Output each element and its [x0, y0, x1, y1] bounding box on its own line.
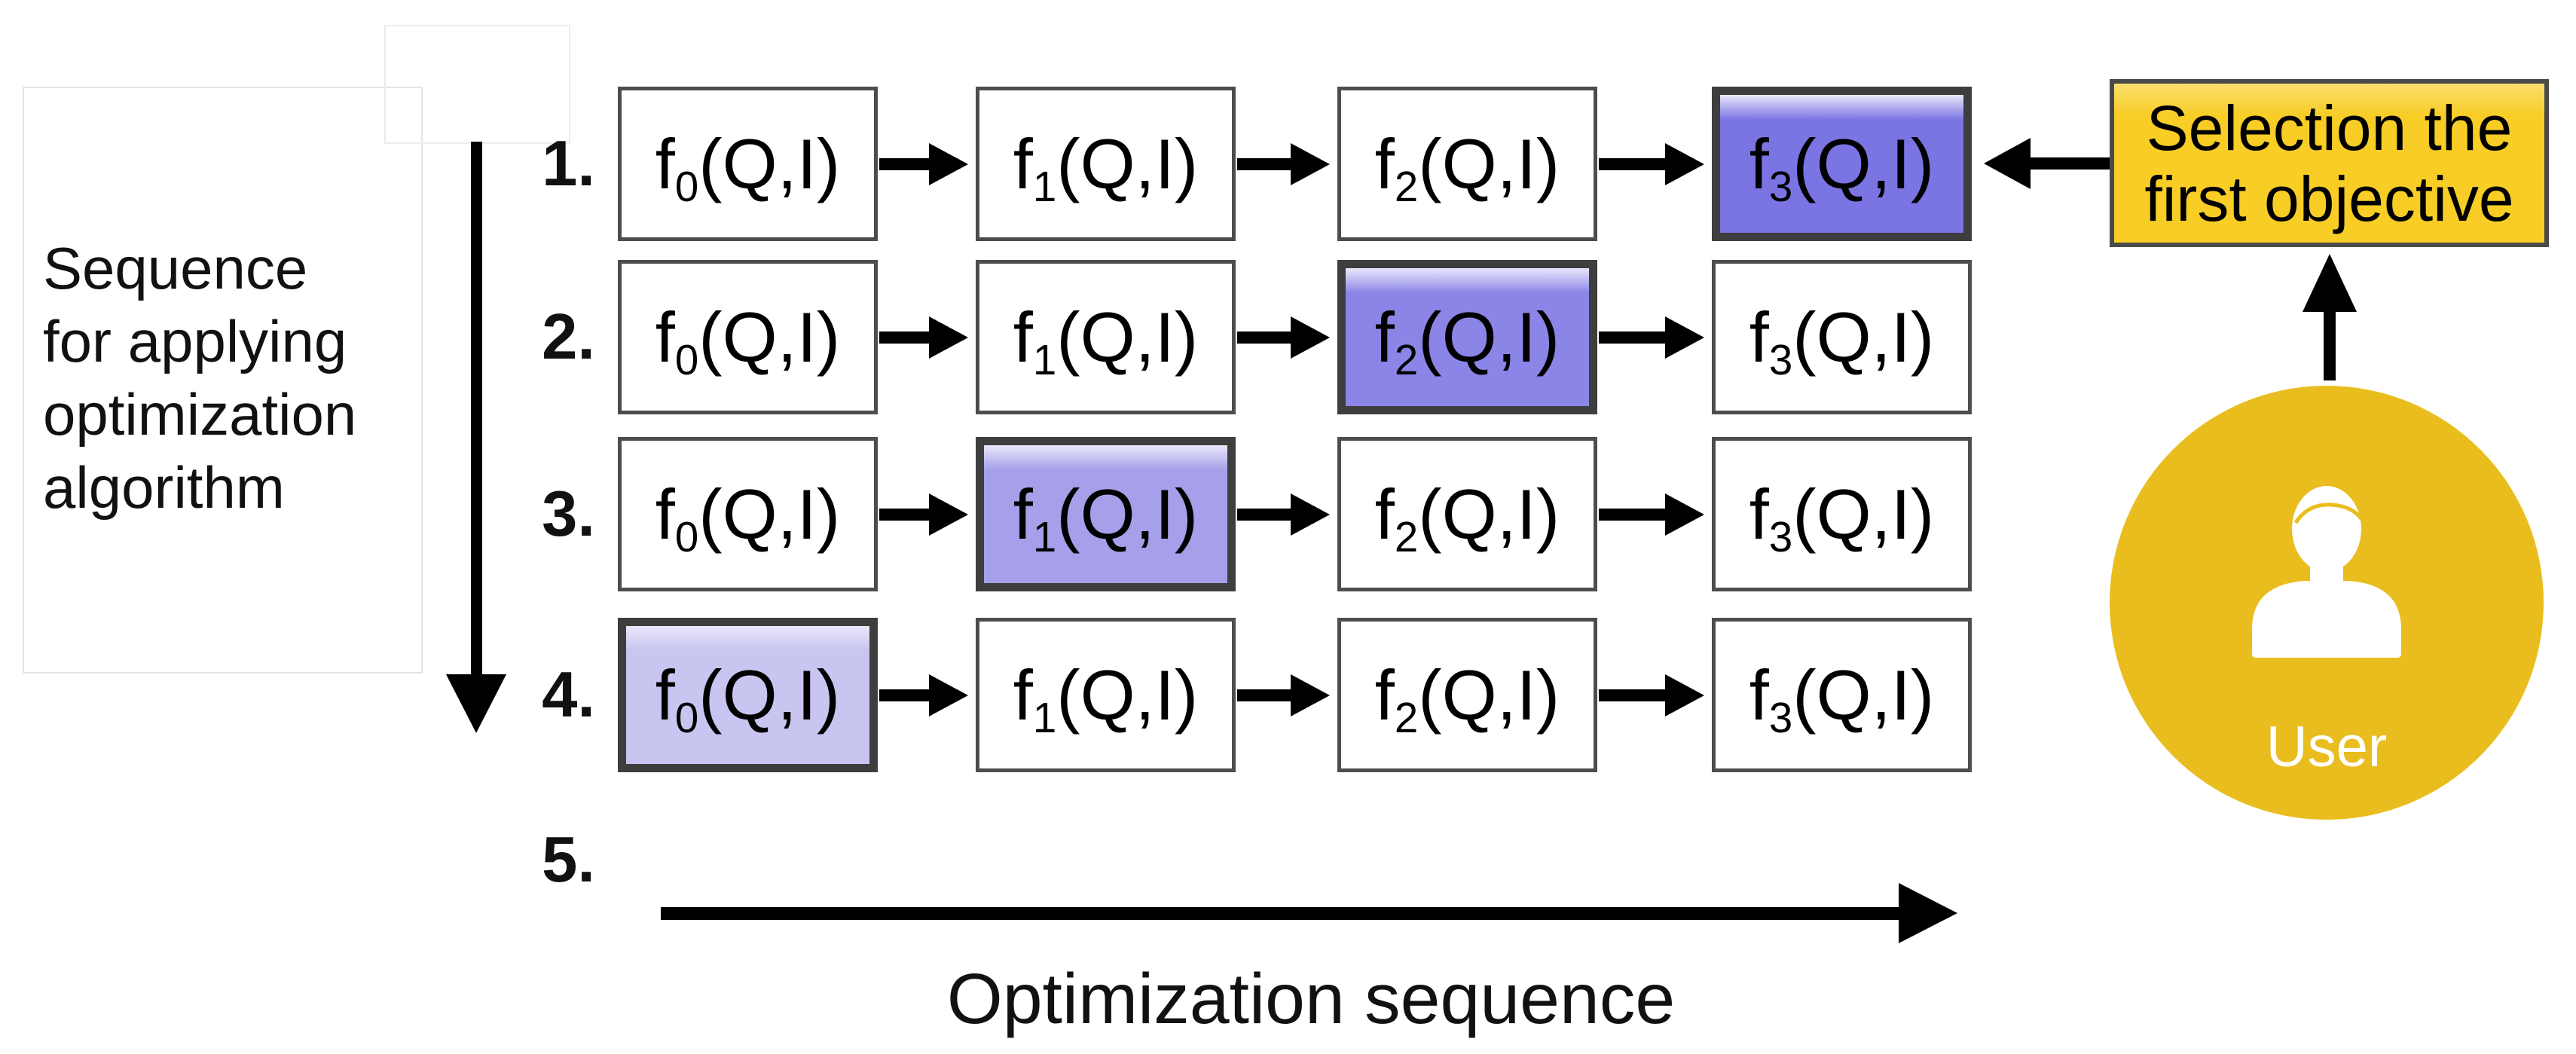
row-number-label-4: 4. — [542, 659, 595, 731]
flow-arrow-head-icon — [1665, 316, 1704, 359]
flow-arrow-head-icon — [1291, 493, 1330, 536]
sequence-axis-caption-line: algorithm — [43, 454, 285, 521]
objective-box-f1-highlighted: f1(Q,I) — [976, 437, 1236, 591]
flow-arrow-shaft — [1599, 158, 1665, 170]
objective-box-label: f3(Q,I) — [1749, 474, 1935, 561]
objective-box-label: f1(Q,I) — [1013, 124, 1199, 210]
objective-box-f0: f0(Q,I) — [618, 260, 878, 414]
objective-box-label: f0(Q,I) — [655, 297, 841, 383]
sequence-axis-caption: Sequence for applying optimization algor… — [43, 232, 435, 524]
flow-arrow-head-icon — [1665, 674, 1704, 716]
flow-arrow-head-icon — [929, 674, 968, 716]
sequence-axis-caption-line: optimization — [43, 381, 357, 448]
optimization-sequence-arrow-shaft — [661, 907, 1899, 920]
row-number-label-5: 5. — [542, 824, 595, 896]
flow-arrow-shaft — [1237, 689, 1291, 701]
objective-box-label: f3(Q,I) — [1749, 297, 1935, 383]
flow-arrow-head-icon — [1291, 674, 1330, 716]
sequence-order-arrow-head-icon — [446, 674, 506, 733]
flow-arrow-head-icon — [1665, 493, 1704, 536]
objective-box-f0-highlighted: f0(Q,I) — [618, 618, 878, 772]
selection-objective-box-line: Selection the — [2146, 92, 2513, 163]
sequence-axis-caption-line: Sequence — [43, 235, 308, 301]
flow-arrow-shaft — [1599, 509, 1665, 521]
objective-box-label: f0(Q,I) — [655, 474, 841, 561]
flow-arrow-head-icon — [929, 143, 968, 185]
objective-box-f2: f2(Q,I) — [1337, 437, 1597, 591]
objective-box-f3-highlighted: f3(Q,I) — [1712, 87, 1972, 241]
objective-box-label: f2(Q,I) — [1374, 124, 1560, 210]
flow-arrow-shaft — [1237, 509, 1291, 521]
flow-arrow-shaft — [1599, 331, 1665, 344]
objective-box-label: f1(Q,I) — [1013, 655, 1199, 741]
flow-arrow-shaft — [879, 158, 929, 170]
row-number-label-2: 2. — [542, 301, 595, 373]
objective-box-label: f0(Q,I) — [655, 124, 841, 210]
row-number-label-3: 3. — [542, 478, 595, 550]
objective-box-f3: f3(Q,I) — [1712, 437, 1972, 591]
user-to-selection-arrow-shaft — [2324, 310, 2336, 380]
flow-arrow-shaft — [1237, 331, 1291, 344]
objective-box-f2-highlighted: f2(Q,I) — [1337, 260, 1597, 414]
sequence-axis-caption-line: for applying — [43, 308, 347, 374]
objective-box-label: f2(Q,I) — [1374, 297, 1560, 383]
flow-arrow-shaft — [879, 509, 929, 521]
selection-to-f3-arrow-head-icon — [1984, 138, 2031, 189]
objective-box-label: f3(Q,I) — [1749, 655, 1935, 741]
objective-box-f2: f2(Q,I) — [1337, 618, 1597, 772]
objective-box-label: f1(Q,I) — [1013, 297, 1199, 383]
row-number-label-1: 1. — [542, 128, 595, 200]
optimization-sequence-label: Optimization sequence — [946, 959, 1676, 1039]
objective-box-label: f0(Q,I) — [655, 655, 841, 741]
objective-box-f3: f3(Q,I) — [1712, 618, 1972, 772]
objective-box-f0: f0(Q,I) — [618, 437, 878, 591]
objective-box-label: f2(Q,I) — [1374, 474, 1560, 561]
objective-box-f3: f3(Q,I) — [1712, 260, 1972, 414]
objective-box-f1: f1(Q,I) — [976, 87, 1236, 241]
flow-arrow-shaft — [879, 331, 929, 344]
background-panel — [23, 87, 423, 674]
sequence-order-arrow-shaft — [471, 142, 482, 674]
flow-arrow-head-icon — [929, 316, 968, 359]
objective-box-label: f3(Q,I) — [1749, 124, 1935, 210]
flow-arrow-head-icon — [1291, 316, 1330, 359]
objective-box-f0: f0(Q,I) — [618, 87, 878, 241]
objective-box-f2: f2(Q,I) — [1337, 87, 1597, 241]
objective-box-label: f2(Q,I) — [1374, 655, 1560, 741]
flow-arrow-head-icon — [929, 493, 968, 536]
flow-arrow-shaft — [879, 689, 929, 701]
selection-to-f3-arrow-shaft — [2029, 157, 2110, 170]
selection-objective-box: Selection the first objective — [2110, 79, 2549, 247]
optimization-sequence-arrow-head-icon — [1899, 883, 1957, 943]
user-icon — [2252, 486, 2401, 658]
selection-objective-box-line: first objective — [2144, 163, 2514, 234]
objective-box-f1: f1(Q,I) — [976, 618, 1236, 772]
flow-arrow-head-icon — [1291, 143, 1330, 185]
flow-arrow-shaft — [1237, 158, 1291, 170]
objective-box-label: f1(Q,I) — [1013, 474, 1199, 561]
objective-box-f1: f1(Q,I) — [976, 260, 1236, 414]
user-label: User — [2266, 715, 2388, 779]
user-to-selection-arrow-head-icon — [2303, 254, 2357, 312]
flow-arrow-shaft — [1599, 689, 1665, 701]
flow-arrow-head-icon — [1665, 143, 1704, 185]
